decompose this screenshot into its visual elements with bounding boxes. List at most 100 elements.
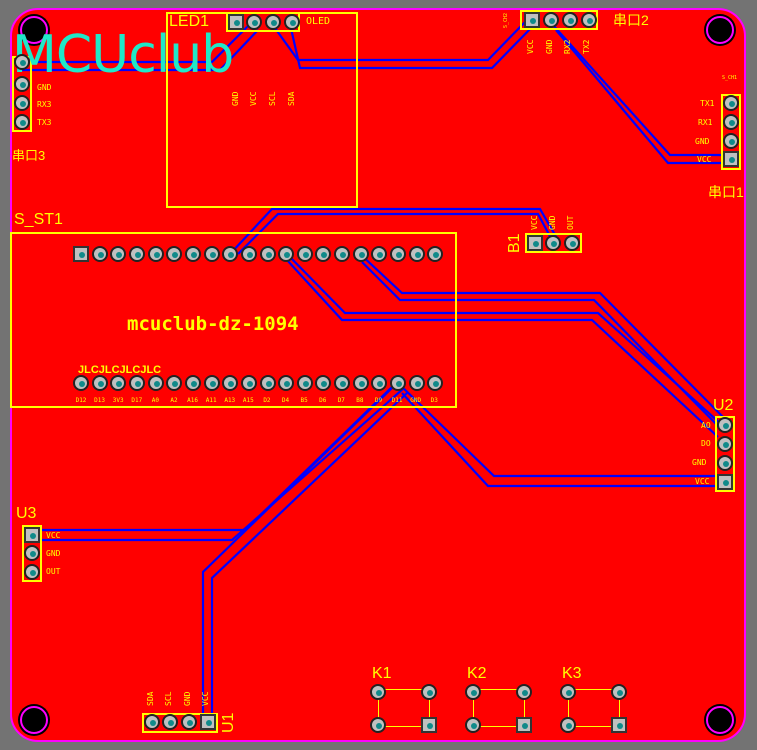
k2-ref: K2	[467, 665, 487, 682]
pin-label: AO	[701, 421, 711, 430]
through-hole-pad	[560, 684, 576, 700]
through-hole-pad	[723, 151, 739, 167]
through-hole-pad	[166, 375, 183, 391]
uart1-tag: S_CH1	[722, 75, 738, 81]
mounting-hole	[20, 16, 48, 44]
pin-label: VCC	[530, 215, 539, 230]
through-hole-pad	[203, 375, 220, 391]
pin-label: RX3	[37, 100, 52, 109]
pin-label: D9	[374, 397, 383, 404]
k2-outline	[473, 689, 525, 727]
through-hole-pad	[278, 375, 295, 391]
pin-label: VCC	[46, 531, 61, 540]
pin-label: A15	[242, 397, 254, 404]
through-hole-pad	[296, 246, 313, 262]
through-hole-pad	[110, 246, 127, 262]
pin-label: GND	[231, 91, 240, 106]
through-hole-pad	[315, 246, 332, 262]
pin-label: GND	[692, 458, 707, 467]
trace	[288, 23, 534, 70]
through-hole-pad	[110, 375, 127, 391]
pin-label: 3V3	[112, 397, 124, 404]
through-hole-pad	[24, 564, 40, 580]
through-hole-pad	[390, 375, 407, 391]
through-hole-pad	[334, 246, 351, 262]
through-hole-pad	[14, 54, 30, 70]
through-hole-pad	[184, 246, 201, 262]
through-hole-pad	[545, 235, 561, 251]
pin-label: RX1	[698, 118, 713, 127]
board-id-label: mcuclub-dz-1094	[127, 313, 299, 335]
uart2-tag: S_CH2	[503, 12, 509, 28]
mounting-hole	[20, 706, 48, 734]
pin-label: GND	[410, 397, 422, 404]
pin-label: A2	[170, 397, 178, 404]
through-hole-pad	[717, 455, 733, 471]
mounting-hole	[706, 16, 734, 44]
through-hole-pad	[723, 114, 739, 130]
through-hole-pad	[516, 684, 532, 700]
k1-outline	[378, 689, 430, 727]
pin-label: VCC	[697, 155, 712, 164]
mcuclub-logo: MCUclub	[12, 25, 234, 85]
trace	[271, 21, 526, 62]
through-hole-pad	[427, 246, 444, 262]
pin-label: B8	[356, 397, 364, 404]
trace	[551, 23, 728, 157]
trace	[397, 382, 722, 478]
uart3-ref: 串口3	[12, 148, 46, 163]
through-hole-pad	[543, 12, 559, 28]
pin-label: D2	[263, 397, 271, 404]
through-hole-pad	[516, 717, 532, 733]
through-hole-pad	[408, 246, 425, 262]
pin-label: VCC	[526, 39, 535, 54]
pin-label: D12	[75, 397, 87, 404]
k3-outline	[568, 689, 620, 727]
through-hole-pad	[723, 133, 739, 149]
pin-label: GND	[545, 39, 554, 54]
through-hole-pad	[147, 375, 164, 391]
pin-label: SCL	[268, 91, 277, 106]
trace	[286, 259, 719, 438]
through-hole-pad	[560, 717, 576, 733]
through-hole-pad	[371, 246, 388, 262]
pin-label: SCL	[164, 691, 173, 706]
s-st1-ref: S_ST1	[14, 211, 63, 228]
led1-ref: LED1	[169, 13, 210, 30]
pin-label: GND	[548, 215, 557, 230]
through-hole-pad	[73, 246, 89, 262]
trace	[18, 29, 259, 72]
u1-outline	[142, 713, 218, 733]
pin-label: OUT	[566, 215, 575, 230]
pin-label: DO	[701, 439, 711, 448]
through-hole-pad	[284, 14, 300, 30]
through-hole-pad	[371, 375, 388, 391]
through-hole-pad	[200, 714, 216, 730]
k1-ref: K1	[372, 665, 392, 682]
through-hole-pad	[390, 246, 407, 262]
through-hole-pad	[228, 14, 244, 30]
trace	[237, 212, 553, 255]
through-hole-pad	[717, 474, 733, 490]
pin-label: VCC	[695, 477, 710, 486]
through-hole-pad	[562, 12, 578, 28]
through-hole-pad	[465, 684, 481, 700]
uart2-ref: 串口2	[613, 12, 649, 28]
trace	[201, 387, 393, 720]
pin-label: D11	[391, 397, 403, 404]
through-hole-pad	[581, 12, 597, 28]
oled-label: OLED	[306, 16, 331, 27]
through-hole-pad	[296, 375, 313, 391]
through-hole-pad	[24, 527, 40, 543]
through-hole-pad	[240, 375, 257, 391]
through-hole-pad	[240, 246, 257, 262]
pin-label: TX3	[37, 118, 52, 127]
pin-label: SDA	[287, 91, 296, 106]
through-hole-pad	[203, 246, 220, 262]
pin-label: GND	[46, 549, 61, 558]
pin-label: GND	[695, 137, 710, 146]
through-hole-pad	[14, 95, 30, 111]
through-hole-pad	[162, 714, 178, 730]
